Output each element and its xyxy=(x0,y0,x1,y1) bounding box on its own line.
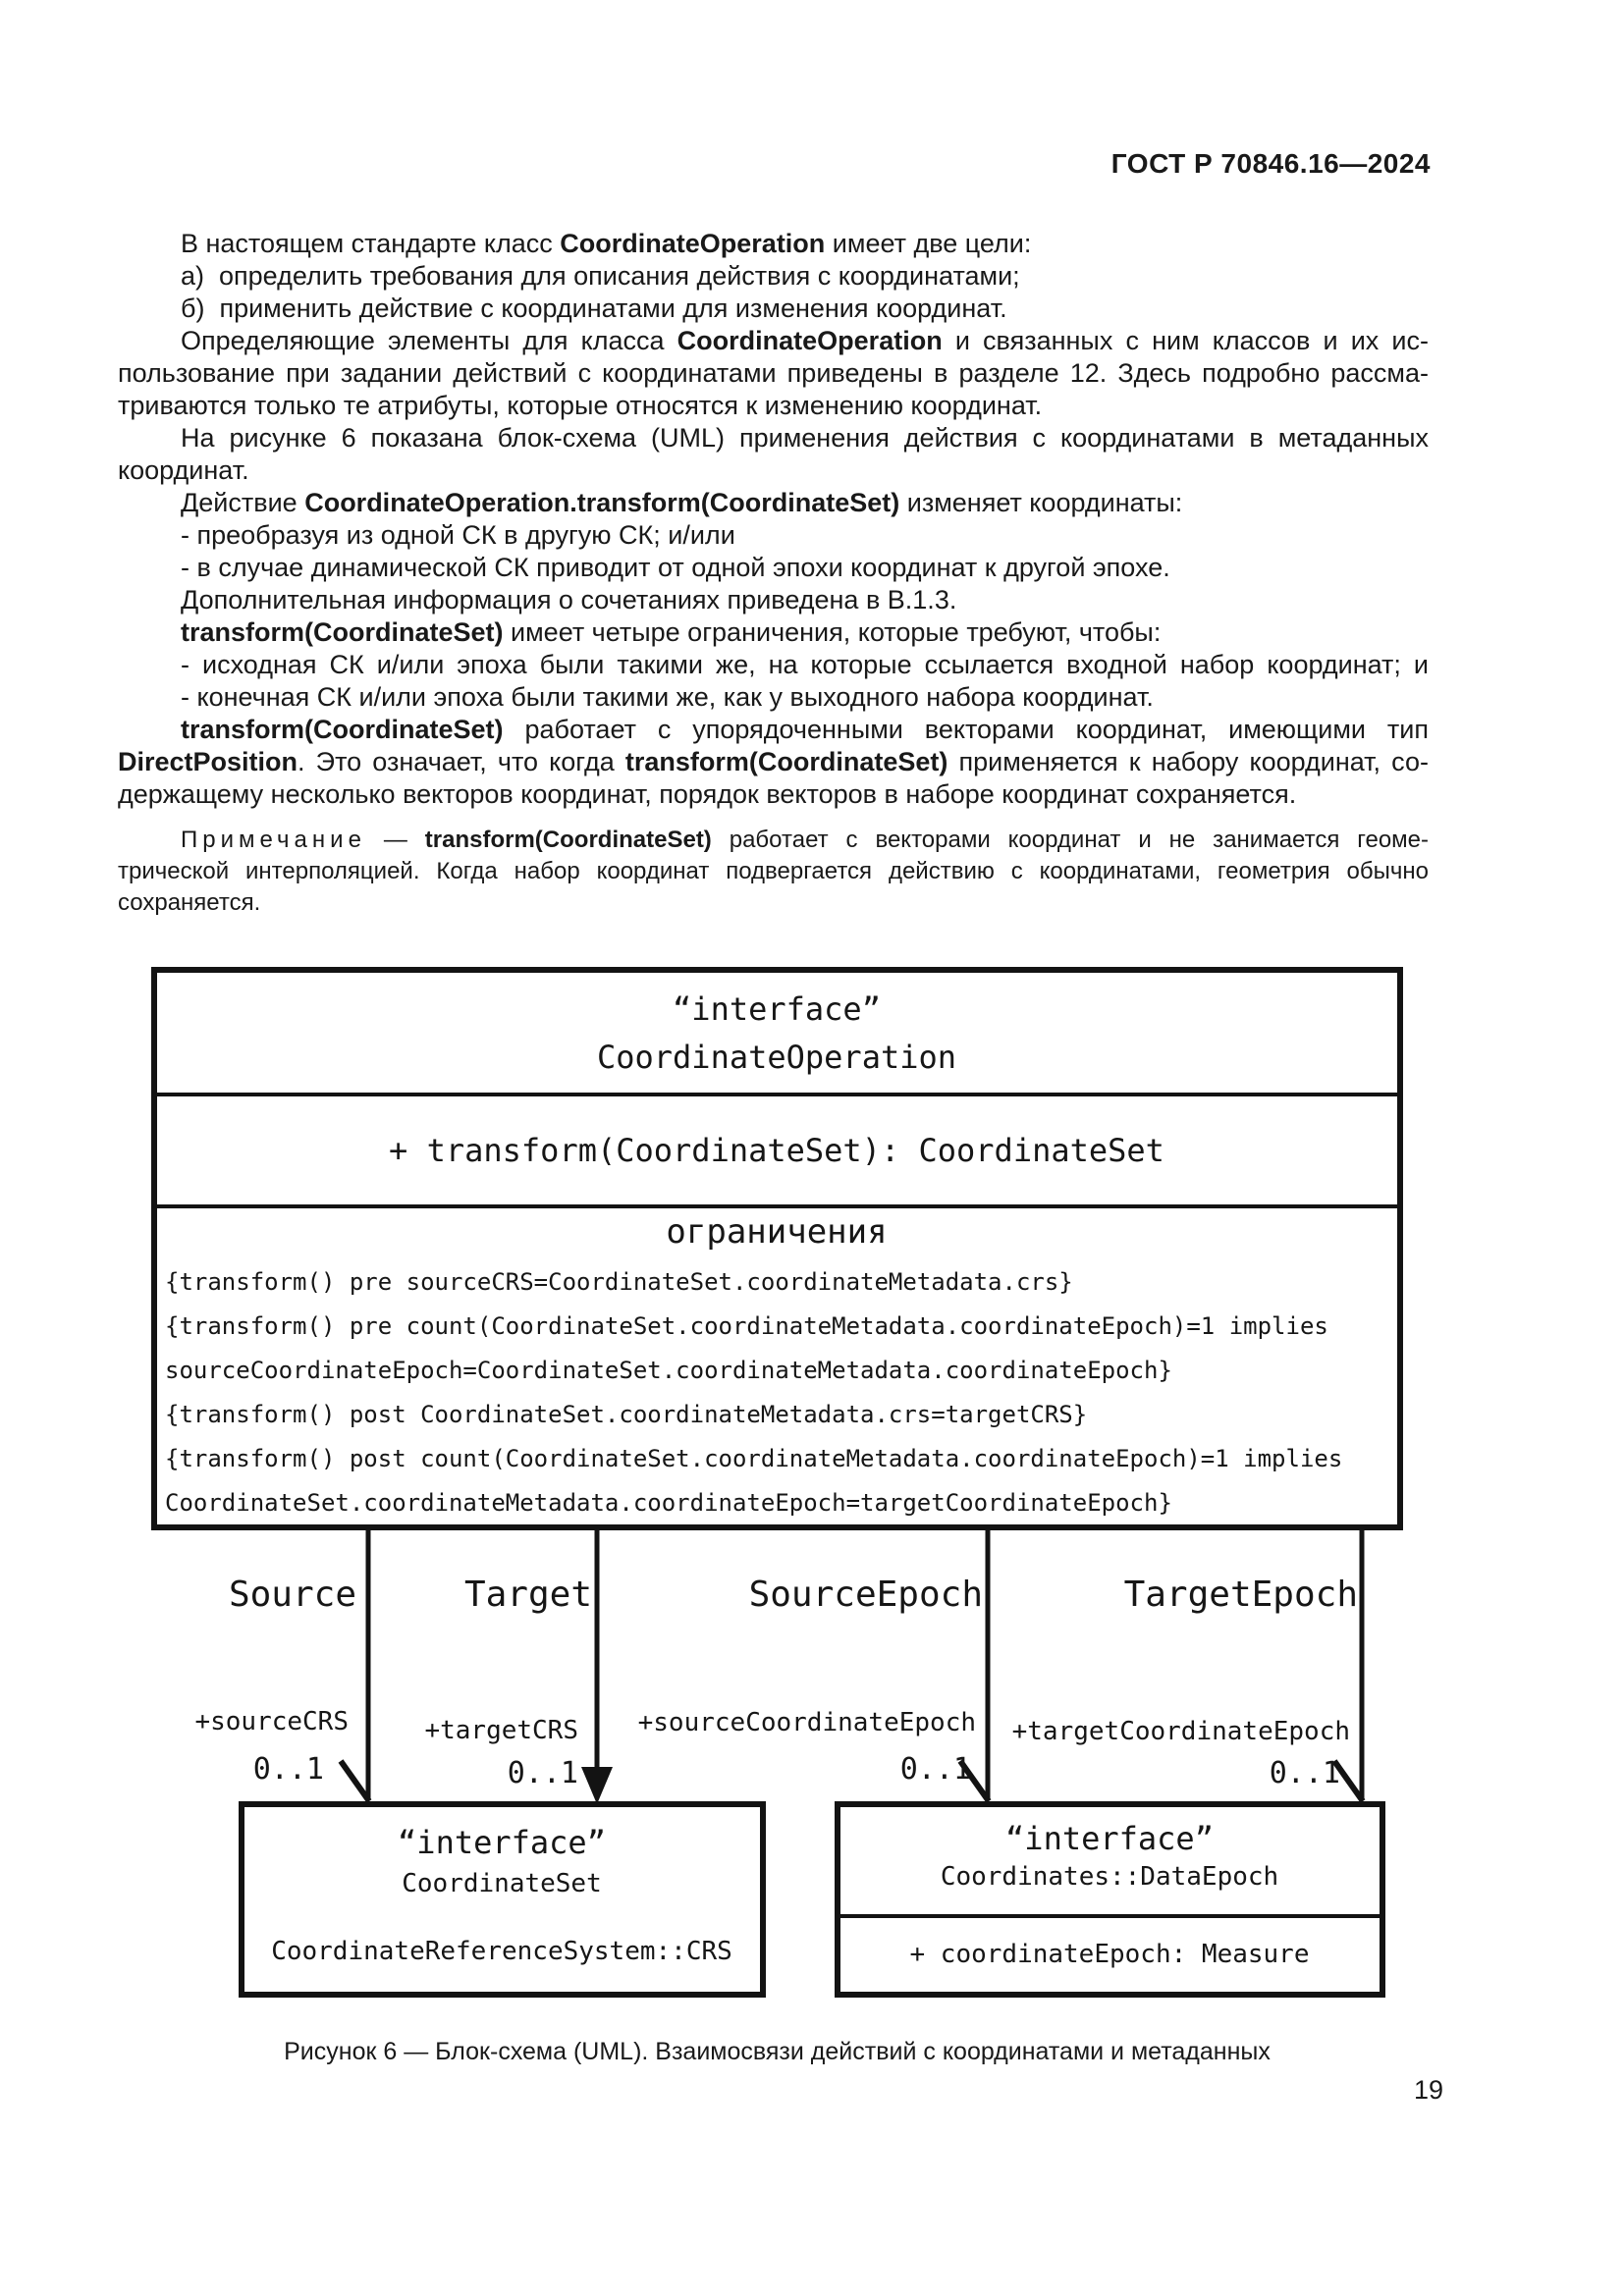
text: Действие xyxy=(181,488,305,517)
text: триваются только те атрибуты, которые от… xyxy=(118,391,1043,420)
text-line: б) применить действие с координатами для… xyxy=(118,293,1429,325)
text: работает с упорядоченными векторами коор… xyxy=(503,715,1429,744)
bold-text: DirectPosition xyxy=(118,747,298,776)
text: а) определить требования для описания де… xyxy=(181,261,1020,291)
text-line: - преобразуя из одной СК в другую СК; и/… xyxy=(118,519,1429,552)
text: и связанных с ним классов и их ис- xyxy=(942,326,1429,355)
text-line: На рисунке 6 показана блок-схема (UML) п… xyxy=(118,422,1429,454)
bold-text: transform(CoordinateSet) xyxy=(624,747,948,776)
text-line: Примечание — transform(CoordinateSet) ра… xyxy=(118,825,1429,856)
bold-text: CoordinateOperation xyxy=(677,326,943,355)
association-label: Source xyxy=(229,1575,356,1615)
text: - преобразуя из одной СК в другую СК; и/… xyxy=(181,520,735,550)
text-line: сохраняется. xyxy=(118,887,1429,919)
bold-text: transform(CoordinateSet) xyxy=(424,827,712,853)
constraint-line: {transform() post CoordinateSet.coordina… xyxy=(165,1401,1087,1428)
text-line: а) определить требования для описания де… xyxy=(118,260,1429,293)
text: — xyxy=(365,827,425,853)
text: сохраняется. xyxy=(118,889,261,916)
text-line: - исходная СК и/или эпоха были такими же… xyxy=(118,649,1429,681)
multiplicity: 0..1 xyxy=(508,1756,578,1790)
constraint-line: {transform() pre sourceCRS=CoordinateSet… xyxy=(165,1268,1073,1296)
class-operation: + transform(CoordinateSet): CoordinateSe… xyxy=(389,1132,1164,1169)
bold-text: transform(CoordinateSet) xyxy=(181,715,504,744)
role-name: +sourceCoordinateEpoch xyxy=(638,1708,976,1737)
class-name: CoordinateOperation xyxy=(597,1039,956,1076)
arrowhead-icon xyxy=(957,1759,992,1803)
constraint-line: CoordinateSet.coordinateMetadata.coordin… xyxy=(165,1489,1172,1517)
text-line: Дополнительная информация о сочетаниях п… xyxy=(118,584,1429,616)
role-name: +targetCRS xyxy=(424,1716,578,1745)
text: Определяющие элементы для класса xyxy=(181,326,677,355)
text-line: - в случае динамической СК приводит от о… xyxy=(118,552,1429,584)
text-line: transform(CoordinateSet) имеет четыре ог… xyxy=(118,616,1429,649)
association-label: TargetEpoch xyxy=(1124,1575,1358,1615)
class-stereotype: “interface” xyxy=(1005,1820,1214,1857)
text: - конечная СК и/или эпоха были такими же… xyxy=(181,682,1154,712)
text-line: - конечная СК и/или эпоха были такими же… xyxy=(118,681,1429,714)
multiplicity: 0..1 xyxy=(253,1752,324,1787)
figure-caption: Рисунок 6 — Блок-схема (UML). Взаимосвяз… xyxy=(284,2038,1271,2065)
text: . Это означает, что когда xyxy=(298,747,625,776)
class-stereotype: “interface” xyxy=(673,990,881,1028)
text: имеет две цели: xyxy=(825,229,1032,258)
text-line: DirectPosition. Это означает, что когда … xyxy=(118,746,1429,778)
class-name: CoordinateSet xyxy=(402,1869,602,1898)
arrowhead-icon xyxy=(581,1767,613,1804)
text: Примечание xyxy=(181,827,366,853)
note-paragraph: Примечание — transform(CoordinateSet) ра… xyxy=(118,825,1429,919)
text: пользование при задании действий с коорд… xyxy=(118,358,1429,388)
class-name: Coordinates::DataEpoch xyxy=(941,1862,1278,1892)
constraint-line: {transform() post count(CoordinateSet.co… xyxy=(165,1445,1342,1472)
class-type-line: CoordinateReferenceSystem::CRS xyxy=(271,1937,732,1966)
page-number: 19 xyxy=(1413,2075,1443,2105)
text: б) применить действие с координатами для… xyxy=(181,294,1007,323)
bold-text: CoordinateOperation.transform(Coordinate… xyxy=(304,488,900,517)
constraints-title: ограничения xyxy=(666,1212,887,1252)
text-line: пользование при задании действий с коорд… xyxy=(118,357,1429,390)
role-name: +targetCoordinateEpoch xyxy=(1012,1717,1350,1746)
document-code-header: ГОСТ Р 70846.16—2024 xyxy=(1110,148,1431,179)
text-line: трической интерполяцией. Когда набор коо… xyxy=(118,856,1429,887)
text: В настоящем стандарте класс xyxy=(181,229,561,258)
constraint-line: sourceCoordinateEpoch=CoordinateSet.coor… xyxy=(165,1357,1172,1384)
multiplicity: 0..1 xyxy=(1270,1756,1340,1790)
text: трической интерполяцией. Когда набор коо… xyxy=(118,858,1429,884)
arrowhead-icon xyxy=(338,1759,372,1803)
text: имеет четыре ограничения, которые требую… xyxy=(503,617,1162,647)
text: координат. xyxy=(118,455,249,485)
multiplicity: 0..1 xyxy=(900,1752,971,1787)
text-line: Определяющие элементы для класса Coordin… xyxy=(118,325,1429,357)
constraint-line: {transform() pre count(CoordinateSet.coo… xyxy=(165,1312,1328,1340)
coordinate-operation-box xyxy=(151,967,1403,1530)
text: - исходная СК и/или эпоха были такими же… xyxy=(181,650,1429,679)
bold-text: transform(CoordinateSet) xyxy=(181,617,504,647)
text-line: триваются только те атрибуты, которые от… xyxy=(118,390,1429,422)
arrowhead-icon xyxy=(1331,1759,1366,1803)
text-line: В настоящем стандарте класс CoordinateOp… xyxy=(118,228,1429,260)
text-line: координат. xyxy=(118,454,1429,487)
association-label: SourceEpoch xyxy=(749,1575,983,1615)
text: На рисунке 6 показана блок-схема (UML) п… xyxy=(181,423,1429,453)
text: Дополнительная информация о сочетаниях п… xyxy=(181,585,957,614)
text: изменяет координаты: xyxy=(899,488,1183,517)
text: работает с векторами координат и не зани… xyxy=(711,827,1429,853)
data-epoch-box xyxy=(835,1801,1385,1998)
class-attribute: + coordinateEpoch: Measure xyxy=(910,1940,1310,1969)
class-stereotype: “interface” xyxy=(398,1824,606,1861)
role-name: +sourceCRS xyxy=(194,1707,349,1736)
coordinate-set-crs-box xyxy=(239,1801,766,1998)
text: - в случае динамической СК приводит от о… xyxy=(181,553,1170,582)
text: применяется к набору координат, со- xyxy=(947,747,1429,776)
text-line: transform(CoordinateSet) работает с упор… xyxy=(118,714,1429,746)
association-label: Target xyxy=(464,1575,592,1615)
text: держащему несколько векторов координат, … xyxy=(118,779,1297,809)
body-paragraphs: В настоящем стандарте класс CoordinateOp… xyxy=(118,228,1429,811)
bold-text: CoordinateOperation xyxy=(560,229,826,258)
text-line: держащему несколько векторов координат, … xyxy=(118,778,1429,811)
text-line: Действие CoordinateOperation.transform(C… xyxy=(118,487,1429,519)
